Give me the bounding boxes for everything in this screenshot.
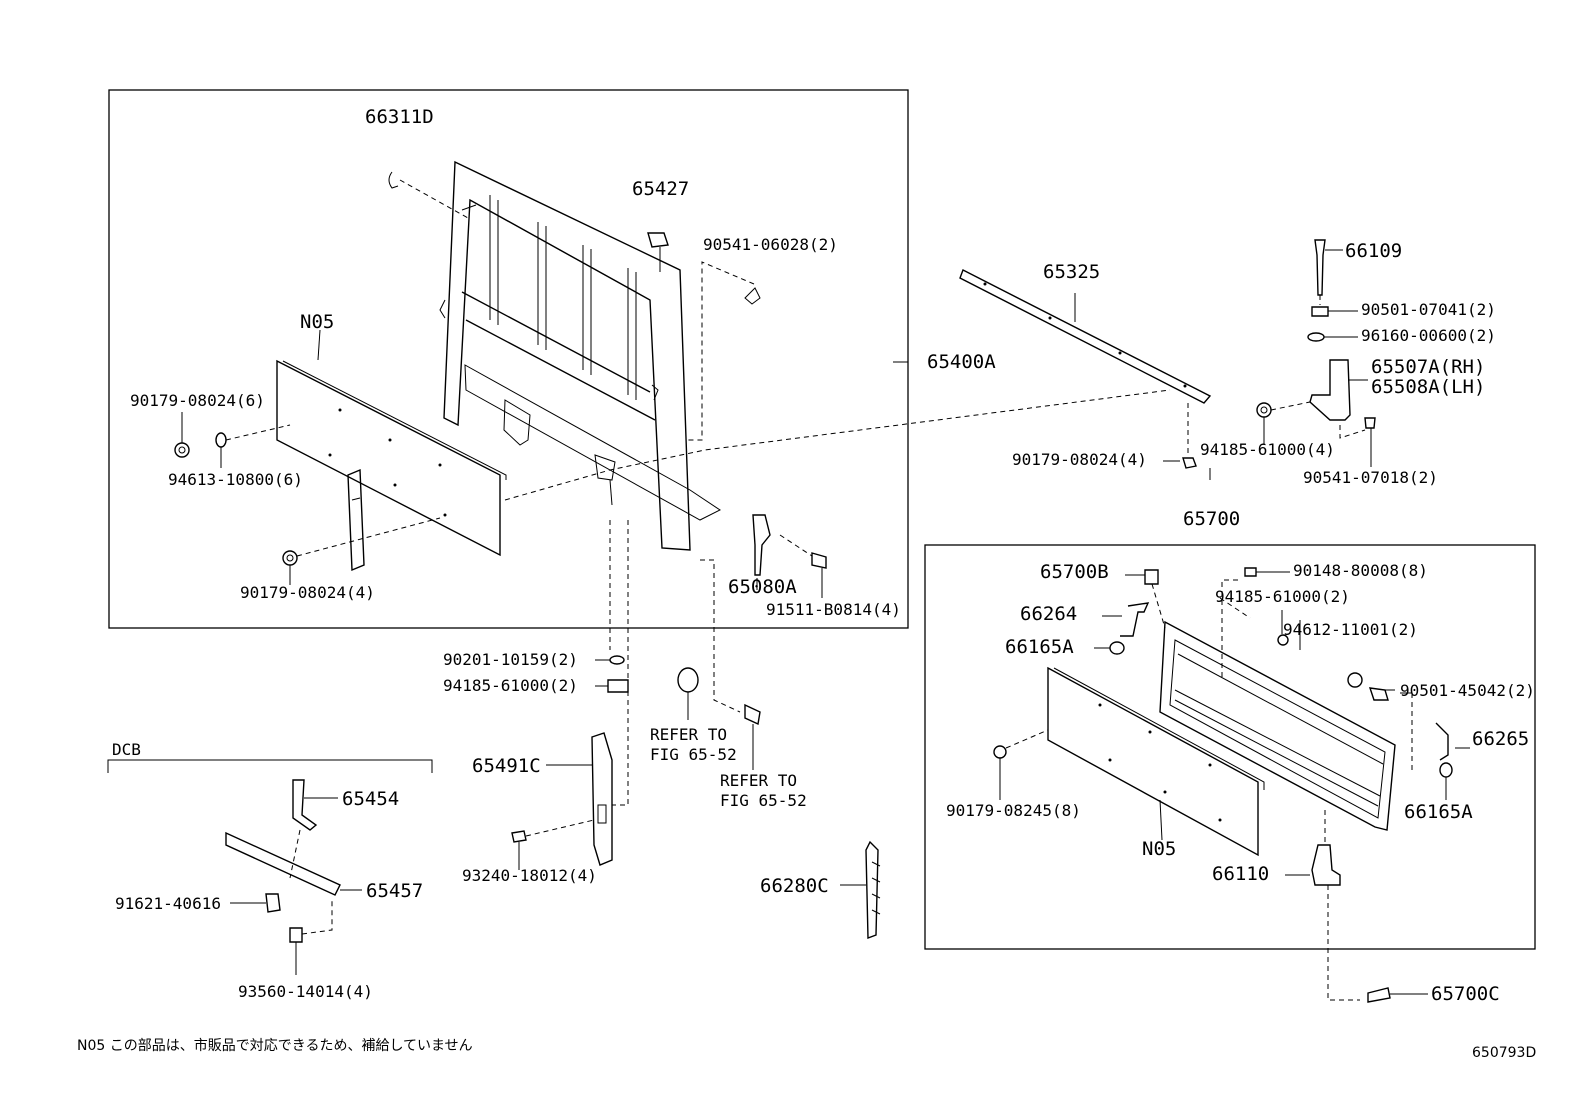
label-90541-06028: 90541-06028(2) [703,235,838,254]
label-dcb: DCB [112,740,141,759]
label-65700C: 65700C [1431,983,1500,1005]
label-96160-00600: 96160-00600(2) [1361,326,1496,345]
clip-65700B [1144,569,1159,585]
tailgate-frame-65700 [1159,620,1396,831]
bolt-90148-80008 [1244,567,1257,577]
front-frame-part [439,160,721,551]
main-assembly-frame [108,89,909,629]
label-65700B: 65700B [1040,561,1109,583]
label-66280C: 66280C [760,875,829,897]
dcb-bracket [107,759,433,773]
washer-96160 [1307,332,1325,342]
label-90148-80008: 90148-80008(8) [1293,561,1428,580]
tailgate-assembly-frame [924,544,1536,950]
latch-65080A [752,514,771,576]
rod-66264 [1120,602,1150,637]
label-65507A: 65507A(RH) [1371,356,1485,378]
label-66265: 66265 [1472,728,1529,750]
label-65325: 65325 [1043,261,1100,283]
nut-90179-08024-6 [174,442,190,458]
label-refer-2: REFER TO [720,771,797,790]
rail-65457 [225,831,341,896]
block-65427 [647,232,669,248]
cap-66165A-a [1109,641,1125,655]
bushing-refer-1 [677,667,699,693]
washer-90201-10159 [609,655,625,665]
hinge-66110 [1311,844,1341,886]
label-65700: 65700 [1183,508,1240,530]
label-65491C: 65491C [472,755,541,777]
label-93560-14014: 93560-14014(4) [238,982,373,1001]
bolt-93240-18012 [511,830,527,843]
bolt-93560-14014 [289,927,303,943]
label-94185-61000-2a: 94185-61000(2) [443,676,578,695]
bracket-65454 [292,779,318,831]
label-66264: 66264 [1020,603,1077,625]
washer-94612 [1347,672,1363,688]
label-90179-08024-4a: 90179-08024(4) [240,583,375,602]
label-N05-right: N05 [1142,838,1176,860]
label-94185-61000-4: 94185-61000(4) [1200,440,1335,459]
label-66109: 66109 [1345,240,1402,262]
bolt-90541-06028 [744,287,761,305]
nut-90501-07041 [1311,306,1329,317]
label-91511-B0814: 91511-B0814(4) [766,600,901,619]
bolt-91511-B0814 [811,552,827,569]
nut-94185-61000-2a [607,679,629,693]
bolt-90179-08245 [993,745,1007,759]
label-65400A: 65400A [927,351,996,373]
label-91621-40616: 91621-40616 [115,894,221,913]
bolt-65700C [1367,987,1391,1003]
label-90501-45042: 90501-45042(2) [1400,681,1535,700]
bracket-65491C [591,732,613,866]
nut-94185-61000-4 [1256,402,1272,418]
label-66165A-a: 66165A [1005,636,1074,658]
label-66311D: 66311D [365,106,434,128]
nut-90179-08024-4a [282,550,298,566]
label-N05-left: N05 [300,311,334,333]
rail-65325 [959,269,1212,404]
label-66110: 66110 [1212,863,1269,885]
strap-66280C [865,840,879,940]
label-94613-10800: 94613-10800(6) [168,470,303,489]
label-90541-07018: 90541-07018(2) [1303,468,1438,487]
rod-66265 [1435,722,1449,761]
cap-66165A-b [1439,762,1453,778]
bolt-91621-40616 [265,893,281,913]
label-90179-08245: 90179-08245(8) [946,801,1081,820]
label-90179-08024-4b: 90179-08024(4) [1012,450,1147,469]
label-94185-61000-2b: 94185-61000(2) [1215,587,1350,606]
nut-94185-61000-2b [1277,634,1289,646]
label-90201-10159: 90201-10159(2) [443,650,578,669]
label-65454: 65454 [342,788,399,810]
bracket-vertical [347,468,365,572]
label-66165A-b: 66165A [1404,801,1473,823]
bolt-66109 [1314,239,1326,296]
panel-N05-left [276,359,507,557]
label-94612-11001: 94612-11001(2) [1283,620,1418,639]
label-refer-2b: FIG 65-52 [720,791,807,810]
washer-94613-10800 [215,432,227,448]
label-65080A: 65080A [728,576,797,598]
hinge-65507A [1309,359,1351,421]
label-93240-18012: 93240-18012(4) [462,866,597,885]
nut-90501-45042 [1368,687,1389,701]
panel-N05-right [1047,666,1265,857]
bolt-90541-07018 [1364,417,1376,429]
label-refer-1b: FIG 65-52 [650,745,737,764]
label-refer-1: REFER TO [650,725,727,744]
bolt-refer-2 [744,703,761,726]
label-65508A: 65508A(LH) [1371,376,1485,398]
label-90501-07041: 90501-07041(2) [1361,300,1496,319]
diagram-code: 650793D [1472,1045,1536,1061]
label-90179-08024-6: 90179-08024(6) [130,391,265,410]
label-65457: 65457 [366,880,423,902]
footnote-N05: N05 この部品は、市販品で対応できるため、補給していません [77,1037,473,1054]
clip-66311D [388,171,399,189]
label-65427: 65427 [632,178,689,200]
nut-90179-08024-4b [1182,457,1197,469]
